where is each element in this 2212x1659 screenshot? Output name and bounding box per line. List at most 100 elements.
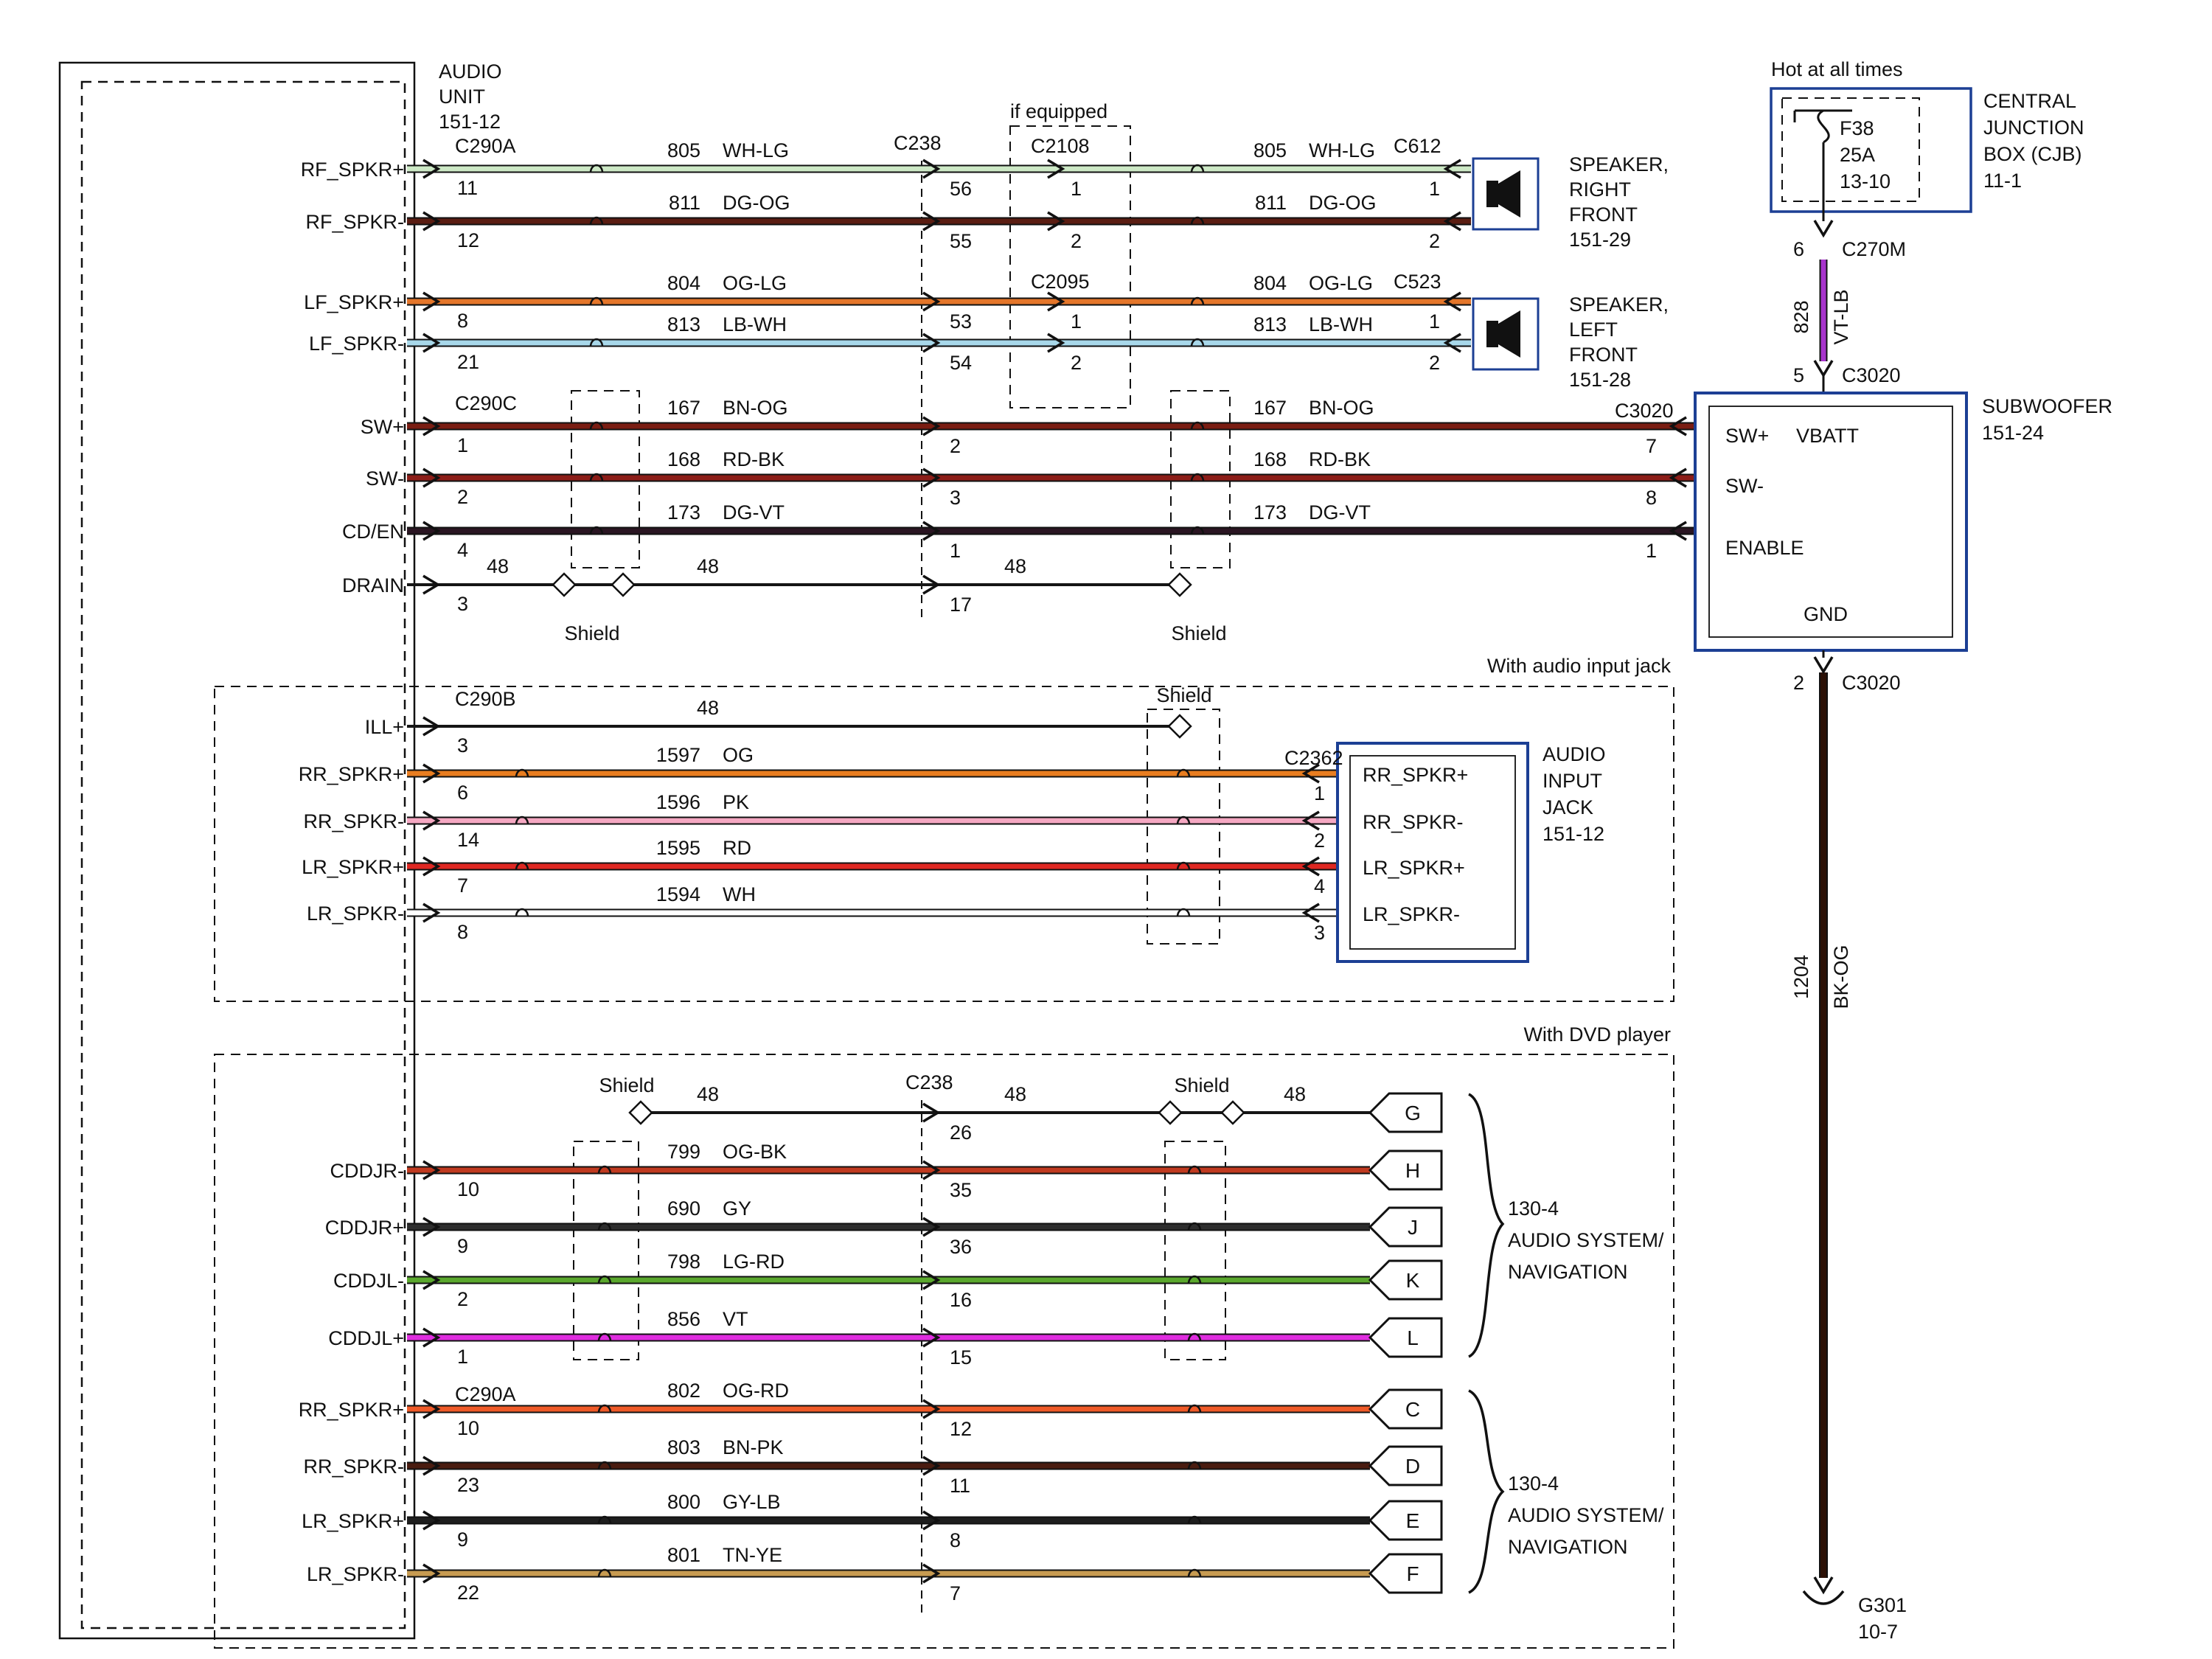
pin-number: 10 xyxy=(457,1417,479,1439)
wire-number: 798 xyxy=(667,1251,700,1273)
wire-color-code: RD-BK xyxy=(1309,448,1371,470)
pin-number: 35 xyxy=(950,1179,972,1201)
nav-label: AUDIO SYSTEM/ xyxy=(1508,1504,1664,1526)
wire-arrow-icon xyxy=(922,1102,941,1123)
connector-pin-banner-j xyxy=(1368,1206,1443,1248)
wire-arrow-icon xyxy=(422,1270,441,1290)
pin-label: SW- xyxy=(366,467,404,490)
wire-number: 1597 xyxy=(656,744,700,766)
wire-arrow-icon xyxy=(1669,467,1687,488)
wire-arrow-icon xyxy=(922,521,941,541)
pin-number: 7 xyxy=(950,1582,961,1604)
component-label: FRONT xyxy=(1569,204,1638,226)
shield-label: Shield xyxy=(599,1074,654,1096)
connector-pin-letter: E xyxy=(1406,1509,1420,1532)
wire-number: 805 xyxy=(667,139,700,161)
wire-arrow-icon xyxy=(422,716,441,737)
component-label: SUBWOOFER xyxy=(1982,395,2112,417)
pin-label: VBATT xyxy=(1796,425,1859,447)
pin-number: 36 xyxy=(950,1236,972,1258)
shield-label: Shield xyxy=(564,622,619,644)
connector-pin-letter: G xyxy=(1405,1102,1421,1124)
pin-label: LR_SPKR+ xyxy=(1363,857,1465,879)
shield-label: Shield xyxy=(1174,1074,1229,1096)
pin-label: RR_SPKR+ xyxy=(299,1399,404,1421)
pin-number: 12 xyxy=(457,229,479,251)
central-junction-box xyxy=(1770,87,1972,213)
shield-diamond-icon xyxy=(1158,1100,1183,1125)
audio-unit-label: UNIT xyxy=(439,86,485,108)
splice-clip-icon xyxy=(597,1165,612,1175)
connector-pin-letter: D xyxy=(1405,1455,1420,1478)
wire-number: 799 xyxy=(667,1141,700,1163)
pin-label: RF_SPKR- xyxy=(305,211,404,233)
component-label: AUDIO xyxy=(1543,743,1606,765)
wire-color-code: BN-OG xyxy=(723,397,788,419)
wire-arrow-icon xyxy=(422,902,441,923)
fuse-label: 25A xyxy=(1840,144,1875,166)
wire-color-code: DG-VT xyxy=(723,501,785,524)
wire-color-code: LG-RD xyxy=(723,1251,785,1273)
wire-number: 813 xyxy=(667,313,700,335)
wire-number: 805 xyxy=(1253,139,1287,161)
shield-diamond-icon xyxy=(1167,714,1192,739)
wire-arrow-icon xyxy=(422,1510,441,1531)
wire-arrow-icon xyxy=(1301,856,1320,877)
pin-number: 4 xyxy=(1314,875,1325,897)
wire-color-code: WH xyxy=(723,883,756,905)
pin-label: RR_SPKR- xyxy=(303,810,404,832)
pin-number: 53 xyxy=(950,310,972,333)
wire-number: 813 xyxy=(1253,313,1287,335)
splice-clip-icon xyxy=(1190,216,1205,226)
splice-clip-icon xyxy=(597,1404,612,1413)
wire-color-code: VT xyxy=(723,1308,748,1330)
audio-unit-label: AUDIO xyxy=(439,60,502,83)
pin-number: 7 xyxy=(1646,435,1657,457)
splice-box xyxy=(1164,1141,1226,1360)
pin-label: SW+ xyxy=(361,416,404,438)
connector-pin-letter: H xyxy=(1405,1159,1420,1182)
component-label: 11-1 xyxy=(1983,170,2022,192)
wire-color-code: VT-LB xyxy=(1830,289,1852,344)
connector-label: C290A xyxy=(455,135,516,157)
pin-number: 6 xyxy=(1793,238,1804,260)
wire-arrow-icon xyxy=(1813,1576,1834,1595)
wire-arrow-icon xyxy=(422,1455,441,1476)
wire-number: 804 xyxy=(1253,272,1287,294)
fuse-label: 13-10 xyxy=(1840,170,1891,192)
wire-arrow-icon xyxy=(922,159,941,179)
wire-arrow-icon xyxy=(1301,902,1320,923)
pin-number: 6 xyxy=(457,782,468,804)
pin-number: 12 xyxy=(950,1418,972,1440)
subwoofer-box xyxy=(1694,392,1968,652)
component-label: CENTRAL xyxy=(1983,90,2076,112)
shield-diamond-icon xyxy=(611,572,636,597)
splice-clip-icon xyxy=(515,815,529,825)
wire-number: 167 xyxy=(1253,397,1287,419)
connector-pin-banner-k xyxy=(1368,1259,1443,1301)
wire-arrow-icon xyxy=(922,1160,941,1180)
wire-color-code: BK-OG xyxy=(1830,945,1852,1009)
pin-number: 2 xyxy=(1429,230,1440,252)
shield-splice-box xyxy=(1147,709,1220,945)
pin-number: 2 xyxy=(1071,230,1082,252)
pin-number: 15 xyxy=(950,1346,972,1368)
pin-number: 10 xyxy=(457,1178,479,1200)
wire-number: 173 xyxy=(1253,501,1287,524)
component-label: INPUT xyxy=(1543,770,1602,792)
wire-arrow-icon xyxy=(1669,416,1687,437)
pin-number: 9 xyxy=(457,1528,468,1551)
if-equipped-box xyxy=(1009,125,1131,408)
wire-arrow-icon xyxy=(922,211,941,232)
audio-input-jack-inner-box xyxy=(1349,755,1516,950)
pin-number: 1 xyxy=(1071,178,1082,200)
component-label: 151-29 xyxy=(1569,229,1631,251)
pin-number: 17 xyxy=(950,594,972,616)
splice-clip-icon xyxy=(1176,861,1191,871)
pin-label: CDDJR+ xyxy=(325,1217,404,1239)
wire-number: 690 xyxy=(667,1197,700,1220)
wire-number: 811 xyxy=(1255,192,1287,214)
pin-number: 1 xyxy=(457,434,468,456)
splice-clip-icon xyxy=(589,338,604,347)
wire-arrow-icon xyxy=(922,1270,941,1290)
